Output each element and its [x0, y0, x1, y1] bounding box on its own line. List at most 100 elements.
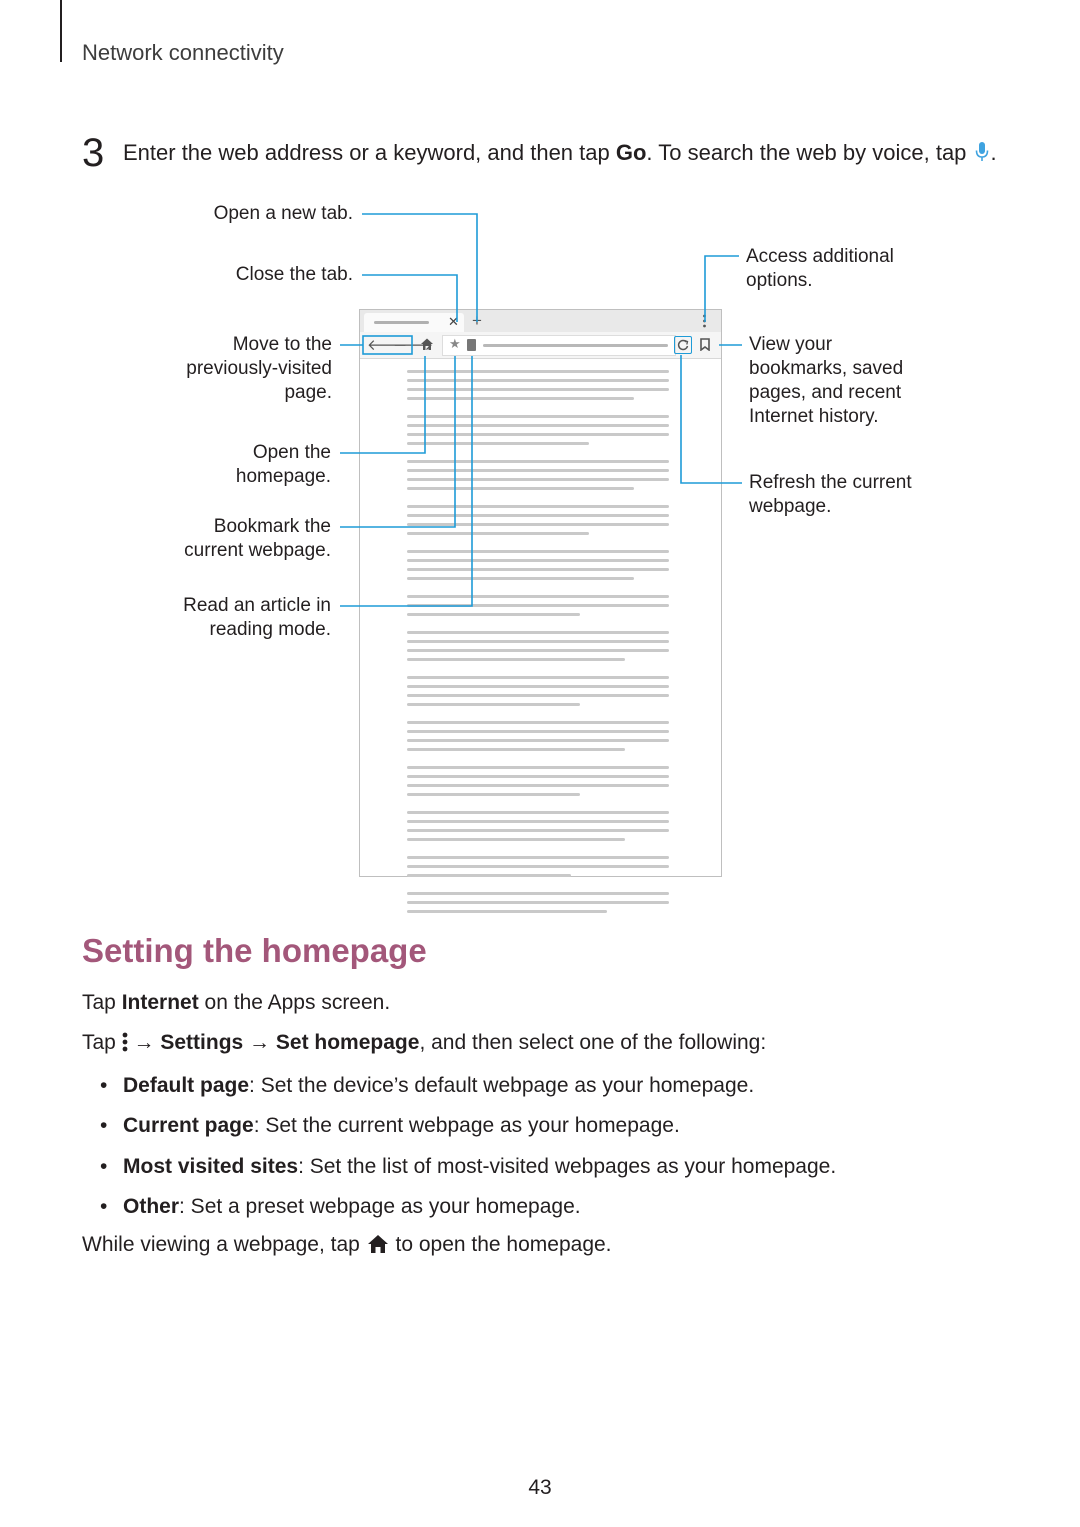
blurred-text-line: [407, 775, 669, 778]
callout-bookmark-1: Bookmark the: [213, 516, 331, 537]
blurred-text-line: [407, 901, 669, 904]
bullet-item: • Default page: Set the device’s default …: [100, 1073, 754, 1099]
blurred-text-line: [407, 433, 669, 436]
bullet-term: Most visited sites: [123, 1155, 299, 1178]
blurred-text-line: [407, 820, 669, 823]
bullet-term: Default page: [123, 1074, 250, 1097]
blurred-text-line: [407, 865, 669, 868]
blurred-text-line: [407, 676, 669, 679]
step-go: Go: [615, 140, 647, 165]
blurred-text-line: [407, 469, 669, 472]
blurred-text-line: [407, 487, 634, 490]
callout-reader-1: Read an article in: [183, 595, 331, 616]
blurred-text-line: [407, 811, 669, 814]
bullet-dot: •: [100, 1155, 108, 1178]
line2-pre: Tap: [82, 1031, 122, 1054]
blurred-text-line: [407, 694, 669, 697]
bullet-item: • Current page: Set the current webpage a…: [100, 1113, 680, 1139]
leader-refresh: [680, 355, 742, 484]
callout-move-previous-2: previously-visited: [186, 358, 332, 379]
blurred-text-line: [407, 442, 589, 445]
blurred-text-line: [407, 397, 634, 400]
blurred-text-line: [407, 793, 580, 796]
blurred-text-line: [407, 532, 589, 535]
bullet-desc: : Set the list of most-visited webpages …: [298, 1155, 837, 1178]
step-text-before: Enter the web address or a keyword, and …: [123, 140, 616, 165]
line1-pre: Tap: [82, 991, 122, 1014]
star-icon: ★: [449, 336, 461, 351]
line1-post: on the Apps screen.: [198, 991, 391, 1014]
bullet-desc: : Set a preset webpage as your homepage.: [179, 1195, 581, 1218]
bullet-dot: •: [100, 1114, 108, 1137]
bullet-item: •Other: Set a preset webpage as your hom…: [100, 1194, 581, 1220]
blurred-text-line: [407, 739, 669, 742]
blurred-text-line: [407, 415, 669, 418]
leader-close-tab: [362, 274, 458, 322]
line1-bold: Internet: [121, 991, 199, 1014]
line2-sethome: Set homepage: [275, 1031, 420, 1054]
blurred-text-line: [407, 856, 669, 859]
blurred-text-line: [407, 703, 580, 706]
bullet-desc: : Set the device’s default webpage as yo…: [249, 1074, 755, 1097]
callout-refresh-2: webpage.: [749, 496, 832, 517]
blurred-text-line: [407, 631, 669, 634]
blurred-text-line: [407, 460, 669, 463]
line2-arrow1: →: [127, 1031, 161, 1054]
blurred-text-line: [407, 640, 669, 643]
blurred-text-line: [407, 874, 571, 877]
corner-rule: [60, 0, 62, 62]
blurred-text-line: [407, 550, 669, 553]
blurred-text-line: [407, 730, 669, 733]
bullet-dot: •: [100, 1074, 108, 1097]
callout-refresh-1: Refresh the current: [749, 472, 912, 493]
step-text: Enter the web address or a keyword, and …: [123, 140, 997, 169]
callout-homepage-2: homepage.: [235, 466, 331, 487]
step-text-after: . To search the web by voice, tap: [646, 140, 967, 165]
blurred-text-line: [407, 838, 625, 841]
step-number: 3: [82, 131, 105, 175]
blurred-text-line: [407, 613, 580, 616]
blurred-text-line: [407, 892, 669, 895]
address-text-blur: [483, 344, 668, 347]
bullet-term: Current page: [123, 1114, 254, 1137]
browser-url-bar: 🡐 🡒 ★: [360, 332, 721, 359]
blurred-text-line: [407, 766, 669, 769]
instruction-line-3: While viewing a webpage, tap to open the…: [82, 1232, 612, 1262]
blurred-text-line: [407, 595, 669, 598]
blurred-text-line: [407, 505, 669, 508]
callout-bookmarks-1: View your: [749, 334, 833, 355]
blurred-text-line: [407, 658, 625, 661]
blurred-text-line: [407, 604, 669, 607]
line2-arrow2: →: [243, 1031, 276, 1054]
line2-settings: Settings: [160, 1031, 244, 1054]
callout-options: Access additional options.: [746, 245, 894, 293]
callout-bookmarks-4: Internet history.: [749, 406, 879, 427]
bullet-desc: : Set the current webpage as your homepa…: [253, 1114, 680, 1137]
bullet-dot: •: [100, 1195, 108, 1218]
blurred-text-line: [407, 568, 669, 571]
callout-options-2: options.: [746, 270, 813, 291]
address-field: ★: [442, 335, 676, 356]
callout-homepage-1: Open the: [252, 442, 331, 463]
blurred-text-line: [407, 748, 625, 751]
callout-reader-2: reading mode.: [209, 619, 331, 640]
mic-icon: [975, 141, 989, 169]
callout-move-previous-1: Move to the: [232, 334, 332, 355]
browser-screenshot: ✕ + 🡐 🡒 ★: [359, 309, 722, 913]
blurred-text-line: [407, 829, 669, 832]
blurred-text-line: [407, 379, 669, 382]
refresh-icon: [674, 336, 692, 354]
callout-move-previous-3: page.: [284, 382, 332, 403]
callout-bookmarks: View your bookmarks, saved pages, and re…: [749, 333, 903, 429]
callout-options-1: Access additional: [746, 246, 894, 267]
callout-bookmark-2: current webpage.: [184, 540, 331, 561]
blurred-text-line: [407, 784, 669, 787]
reader-icon: [467, 339, 476, 351]
callout-close-tab: Close the tab.: [235, 264, 353, 285]
callout-refresh: Refresh the current webpage.: [749, 471, 912, 519]
leader-box-navigation: [362, 335, 413, 355]
callout-bookmarks-3: pages, and recent: [749, 382, 902, 403]
leader-homepage: [340, 356, 426, 454]
leader-reader: [340, 356, 473, 607]
